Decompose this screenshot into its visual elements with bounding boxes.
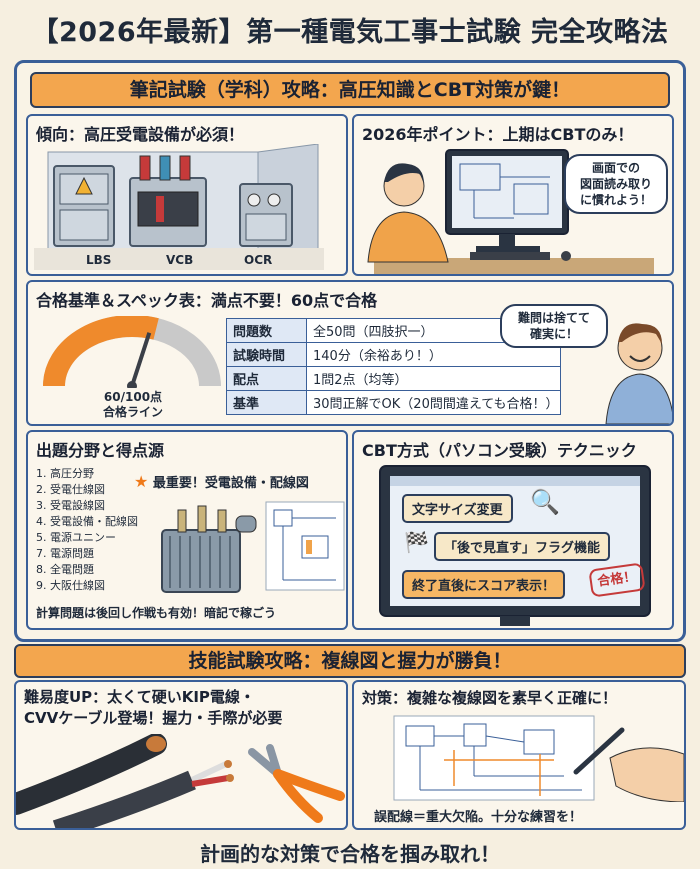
transformer-illustration bbox=[161, 501, 345, 593]
cables-and-pliers-illustration bbox=[16, 734, 345, 828]
footer-slogan: 計画的な対策で合格を掴み取れ！ bbox=[200, 842, 500, 866]
difficulty-panel: 難易度UP：太くて硬いKIP電線・ CVVケーブル登場！握力・手際が必要 bbox=[14, 680, 348, 830]
trend-title: 傾向：高圧受電設備が必須！ bbox=[36, 125, 245, 144]
cbt-technique-panel: CBT方式（パソコン受験）テクニック 文字サイズ変更 🔍 🏁 「後で見直す」フラ… bbox=[352, 430, 674, 630]
cbt-technique-title: CBT方式（パソコン受験）テクニック bbox=[362, 441, 637, 460]
smiling-person-illustration bbox=[605, 323, 672, 424]
vcb-cabinet bbox=[129, 155, 207, 247]
advice-line-2: 確実に！ bbox=[529, 327, 578, 341]
label-vcb: VCB bbox=[166, 253, 194, 267]
spec-key: 試験時間 bbox=[226, 342, 307, 367]
spec-value: 30問正解でOK（20問間違えても合格！） bbox=[306, 390, 561, 415]
fields-panel: 出題分野と得点源 1. 高圧分野 2. 受電仕線図 3. 受電設線図 4. 受電… bbox=[26, 430, 348, 630]
pliers-icon bbox=[248, 744, 345, 823]
bubble-line-1: 画面での bbox=[591, 161, 640, 175]
checkered-flag-icon: 🏁 bbox=[404, 530, 429, 554]
review-flag-button[interactable]: 「後で見直す」フラグ機能 bbox=[434, 532, 611, 561]
difficulty-line-1: 難易度UP：太くて硬いKIP電線・ bbox=[24, 688, 255, 706]
list-item: 3. 受電設線図 bbox=[36, 499, 105, 512]
list-item: 1. 高圧分野 bbox=[36, 467, 94, 480]
gauge-label-line: 合格ライン bbox=[102, 405, 163, 419]
spec-value: 140分（余裕あり！） bbox=[306, 342, 561, 367]
important-note: ★ 最重要！受電設備・配線図 bbox=[134, 472, 309, 491]
cbt-tip-bubble: 画面での 図面読み取り に慣れよう！ bbox=[564, 154, 668, 214]
measure-title: 対策：複雑な複線図を素早く正確に！ bbox=[362, 689, 618, 707]
cbt-2026-title: 2026年ポイント：上期はCBTのみ！ bbox=[362, 125, 634, 144]
measure-panel: 対策：複雑な複線図を素早く正確に！ 誤配線＝重大欠陥。十分な練習を！ bbox=[352, 680, 686, 830]
criteria-panel: 合格基準＆スペック表：満点不要！60点で合格 60/100点 合格ライン 問題数… bbox=[26, 280, 674, 426]
fields-note: 計算問題は後回し作戦も有効！暗記で稼ごう bbox=[36, 606, 277, 620]
difficulty-line-2: CVVケーブル登場！握力・手際が必要 bbox=[24, 709, 283, 727]
page-title: 【2026年最新】第一種電気工事士試験 完全攻略法 bbox=[31, 17, 669, 48]
gauge-label: 60/100点 合格ライン bbox=[78, 390, 188, 420]
criteria-title: 合格基準＆スペック表：満点不要！60点で合格 bbox=[36, 291, 378, 310]
wiring-diagram-illustration bbox=[393, 715, 684, 802]
advice-bubble: 難問は捨てて 確実に！ bbox=[500, 304, 608, 348]
list-item: 5. 電源ユニンー bbox=[36, 531, 116, 544]
label-ocr: OCR bbox=[244, 253, 273, 267]
measure-note: 誤配線＝重大欠陥。十分な練習を！ bbox=[374, 810, 583, 825]
cbt-2026-panel: 2026年ポイント：上期はCBTのみ！ 画面での 図面読み取り に慣れよう！ bbox=[352, 114, 674, 276]
magnifier-icon: 🔍 bbox=[530, 488, 560, 516]
trend-panel: 傾向：高圧受電設備が必須！ LBS VCB OCR bbox=[26, 114, 348, 276]
spec-key: 基準 bbox=[226, 390, 307, 415]
advice-line-1: 難問は捨てて bbox=[517, 311, 590, 325]
score-display-button[interactable]: 終了直後にスコア表示！ bbox=[402, 570, 566, 599]
lbs-cabinet bbox=[53, 165, 115, 247]
fields-title: 出題分野と得点源 bbox=[36, 441, 165, 460]
star-icon: ★ bbox=[134, 472, 149, 491]
pass-gauge bbox=[43, 316, 221, 388]
practical-exam-banner: 技能試験攻略：複線図と握力が勝負！ bbox=[14, 644, 686, 678]
person-at-computer-illustration bbox=[367, 149, 654, 274]
bubble-line-3: に慣れよう！ bbox=[579, 193, 652, 207]
difficulty-text: 難易度UP：太くて硬いKIP電線・ CVVケーブル登場！握力・手際が必要 bbox=[24, 687, 282, 729]
list-item: 7. 電源問題 bbox=[36, 547, 94, 560]
important-text: 最重要！受電設備・配線図 bbox=[152, 476, 309, 491]
font-size-change-button[interactable]: 文字サイズ変更 bbox=[402, 494, 513, 523]
field-list: 1. 高圧分野 2. 受電仕線図 3. 受電設線図 4. 受電設備・配線図 5.… bbox=[36, 466, 138, 594]
spec-key: 問題数 bbox=[226, 318, 307, 343]
bubble-line-2: 図面読み取り bbox=[579, 177, 652, 191]
label-lbs: LBS bbox=[86, 253, 112, 267]
spec-key: 配点 bbox=[226, 366, 307, 391]
substation-illustration bbox=[34, 144, 324, 270]
gauge-label-score: 60/100点 bbox=[103, 390, 163, 404]
spec-value: 1問2点（均等） bbox=[306, 366, 561, 391]
list-item: 4. 受電設備・配線図 bbox=[36, 515, 138, 528]
ocr-cabinet bbox=[239, 183, 293, 247]
written-exam-banner: 筆記試験（学科）攻略：高圧知識とCBT対策が鍵！ bbox=[30, 72, 670, 108]
list-item: 8. 全電問題 bbox=[36, 563, 94, 576]
list-item: 2. 受電仕線図 bbox=[36, 483, 105, 496]
list-item: 9. 大阪仕線図 bbox=[36, 579, 105, 592]
